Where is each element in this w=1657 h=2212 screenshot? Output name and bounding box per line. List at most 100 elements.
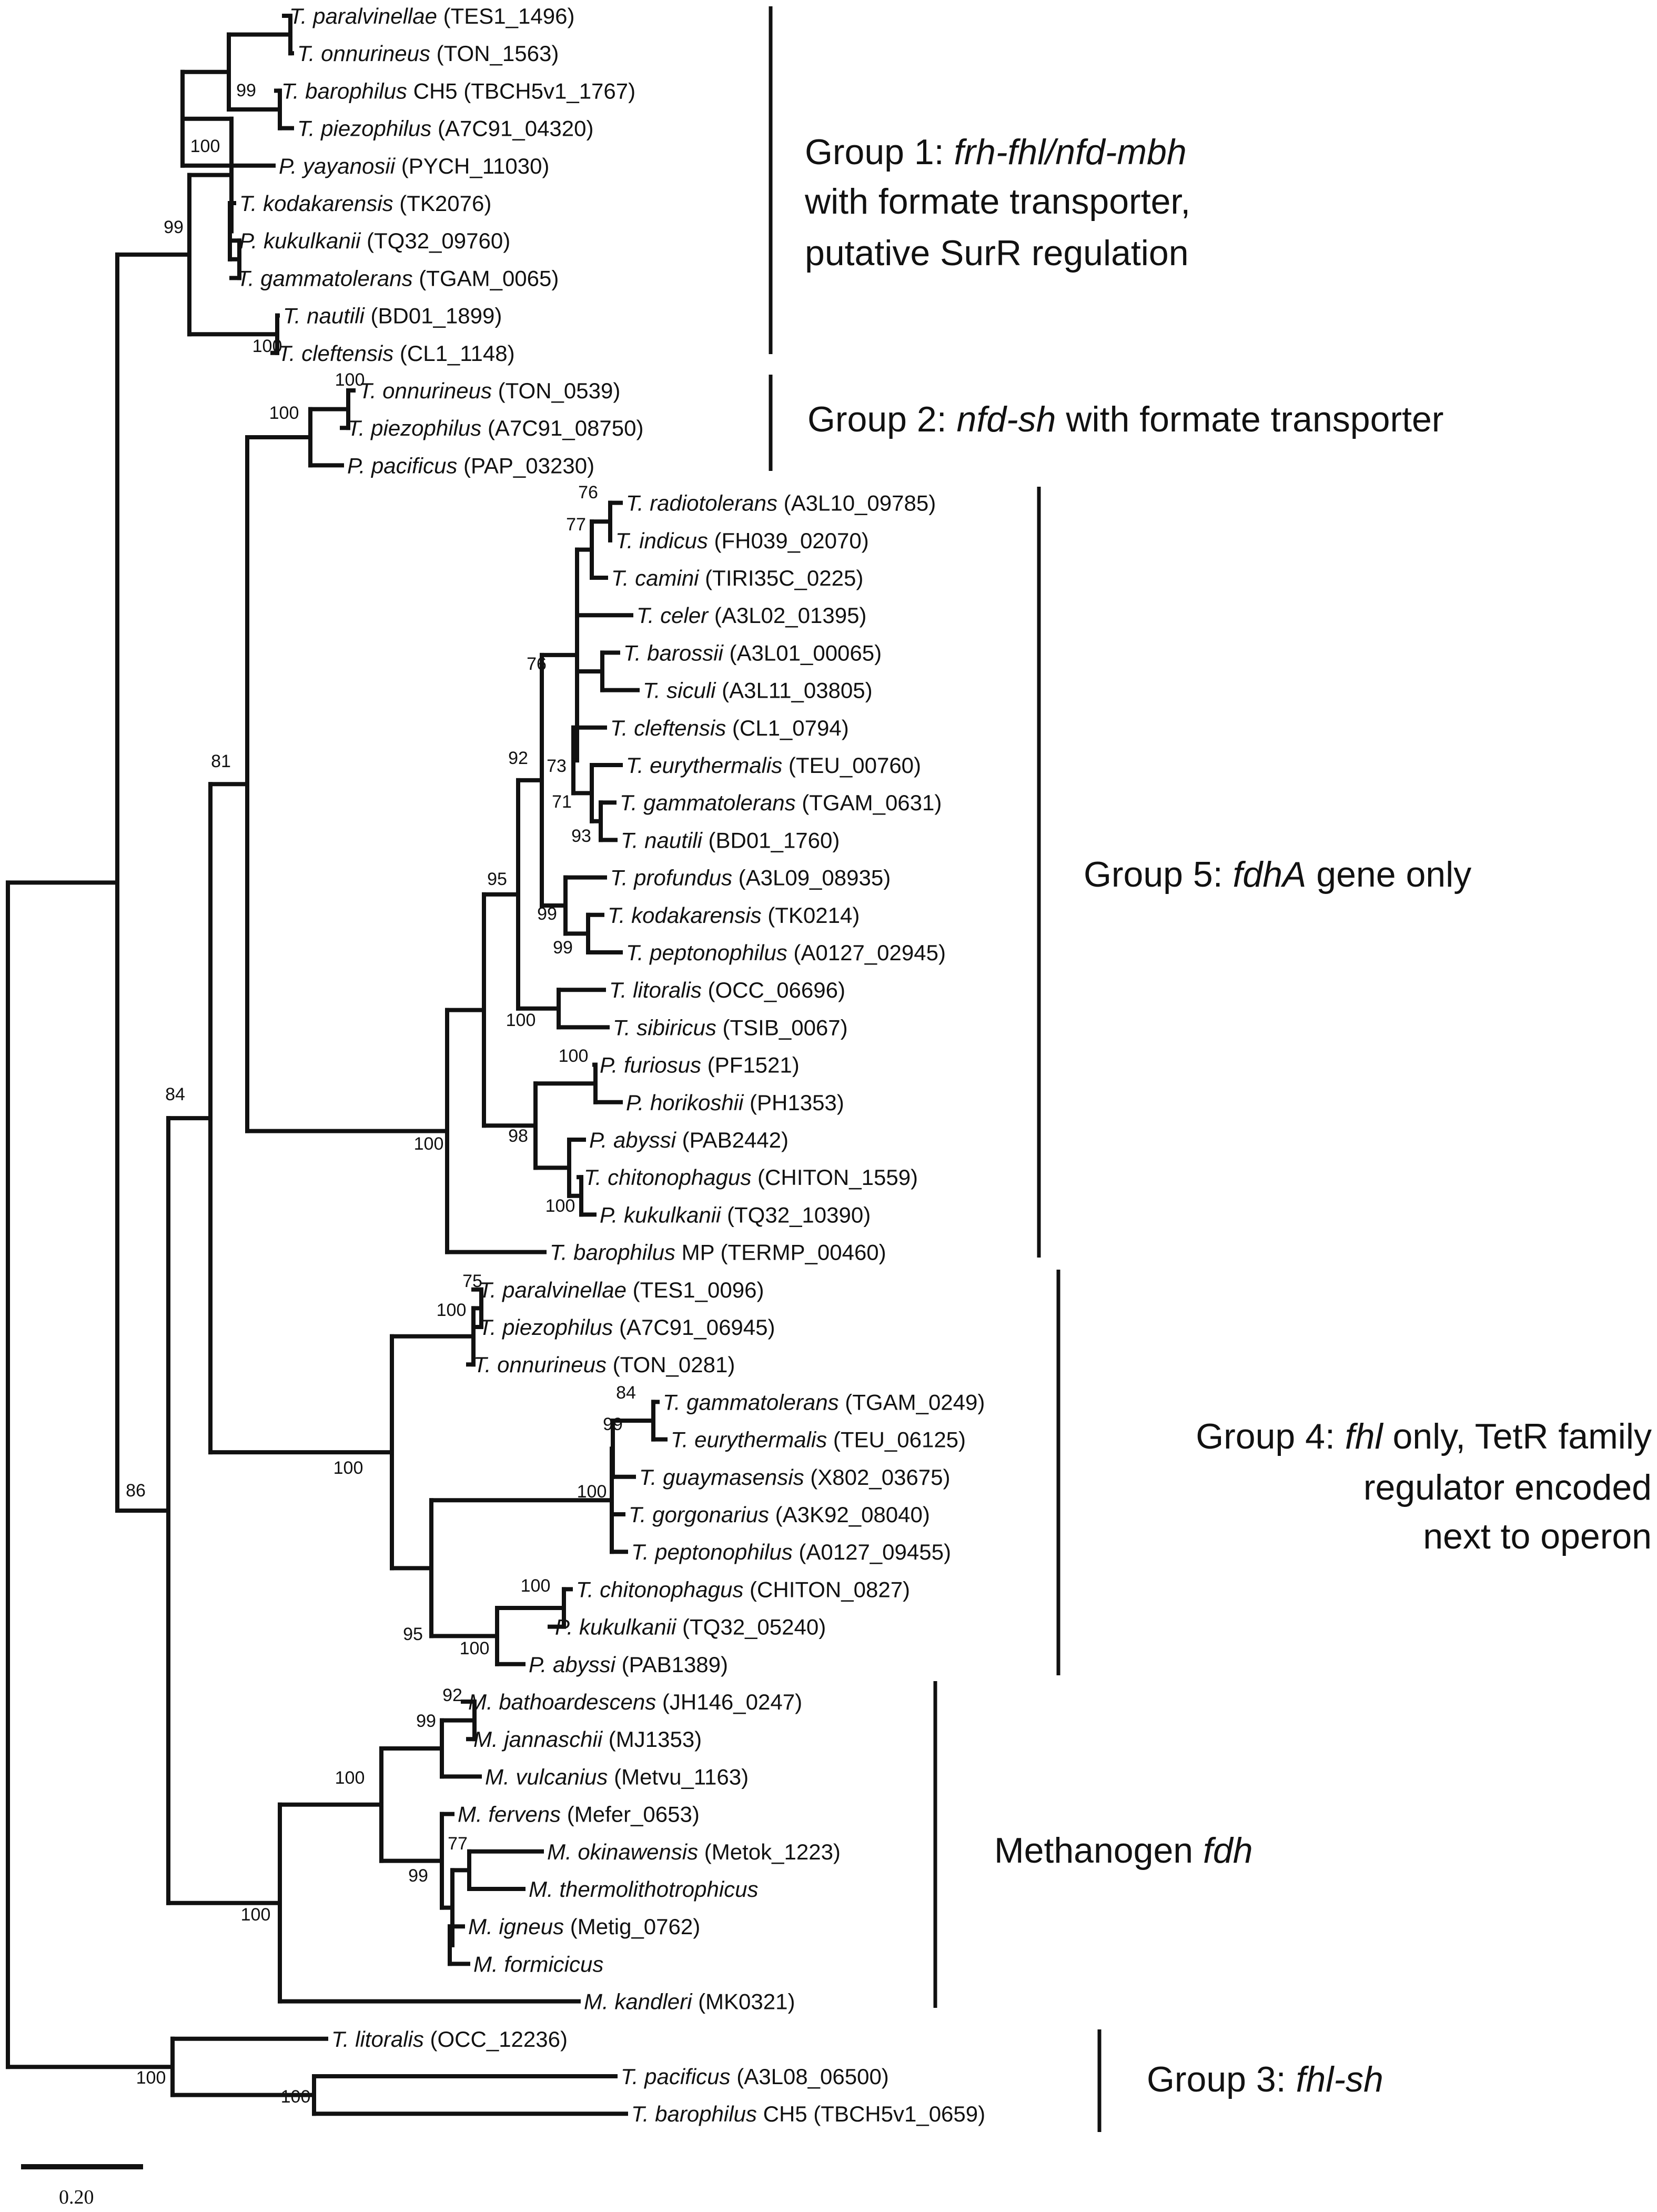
leaf-species: M. okinawensis: [547, 1839, 698, 1864]
bootstrap-n10: 100: [269, 403, 299, 423]
leaf-species: T. gammatolerans: [237, 266, 413, 290]
leaf-label: T. litoralis (OCC_12236): [331, 2027, 568, 2052]
group-label-line: Group 4: fhl only, TetR family: [1196, 1416, 1652, 1456]
leaf-label: M. jannaschii (MJ1353): [473, 1727, 702, 1752]
leaf-species: P. abyssi: [529, 1652, 617, 1677]
bootstrap-n37: 95: [403, 1624, 423, 1644]
leaf-label: T. barophilus CH5 (TBCH5v1_1767): [281, 78, 635, 103]
leaf-locus-id: (PH1353): [743, 1090, 844, 1115]
leaf-label: T. onnurineus (TON_0281): [473, 1352, 735, 1377]
leaf-label: T. sibiricus (TSIB_0067): [613, 1015, 848, 1040]
leaf-species: T. piezophilus: [347, 416, 481, 440]
leaf-locus-id: (TK2076): [393, 191, 492, 216]
leaf-locus-id: (TON_0281): [607, 1352, 735, 1377]
group-label-segment: next to operon: [1423, 1516, 1652, 1556]
leaf-locus-id: (CHITON_0827): [743, 1577, 910, 1602]
bootstrap-n50: 100: [136, 2068, 166, 2088]
leaf-species: P. abyssi: [589, 1128, 677, 1152]
leaf-species: M. fervens: [458, 1802, 561, 1827]
leaf-label: T. barophilus MP (TERMP_00460): [550, 1240, 886, 1265]
leaf-label: T. pacificus (A3L08_06500): [621, 2064, 889, 2089]
group-label-4: Methanogen fdh: [994, 1831, 1253, 1871]
bootstrap-n26: 98: [508, 1126, 528, 1146]
leaf-species: M. formicicus: [473, 1952, 603, 1976]
leaf-label: T. camini (TIRI35C_0225): [611, 566, 863, 590]
leaf-label: T. siculi (A3L11_03805): [643, 678, 873, 703]
leaf-locus-id: (A3L09_08935): [732, 866, 891, 890]
leaf-label: M. fervens (Mefer_0653): [458, 1802, 700, 1827]
leaf-label: P. pacificus (PAP_03230): [347, 453, 594, 478]
leaf-locus-id: (TON_1563): [430, 41, 559, 66]
leaf-locus-id: (PAP_03230): [457, 453, 594, 478]
leaf-species: T. profundus: [610, 866, 732, 890]
leaf-species: M. thermolithotrophicus: [529, 1877, 759, 1902]
group-label-segment: fhl-sh: [1296, 2059, 1383, 2099]
leaf-species: T. litoralis: [609, 978, 702, 1002]
leaf-locus-id: (TQ32_09760): [360, 228, 510, 253]
leaf-locus-id: (TQ32_10390): [721, 1202, 871, 1227]
leaf-species: T. siculi: [643, 678, 716, 703]
leaf-locus-id: (BD01_1899): [365, 304, 502, 328]
leaf-label: T. gammatolerans (TGAM_0249): [663, 1390, 985, 1414]
bootstrap-n45: 100: [335, 1768, 365, 1788]
leaf-species: T. kodakarensis: [608, 903, 762, 928]
leaf-species: M. igneus: [468, 1914, 564, 1939]
leaf-locus-id: (A7C91_08750): [481, 416, 643, 440]
leaf-label: M. formicicus: [473, 1952, 603, 1976]
leaf-locus-id: (A3L10_09785): [777, 491, 936, 516]
group-label-segment: fhl: [1345, 1416, 1384, 1456]
leaf-locus-id: (TBCH5v1_1767): [458, 78, 635, 103]
leaf-locus-id: (X802_03675): [804, 1465, 951, 1490]
leaf-species: T. celer: [636, 603, 709, 628]
leaf-locus-id: (TIRI35C_0225): [699, 566, 864, 590]
leaf-species: T. sibiricus: [613, 1015, 716, 1040]
leaf-label: T. radiotolerans (A3L10_09785): [626, 491, 936, 516]
leaf-locus-id: (Metvu_1163): [608, 1764, 749, 1789]
leaf-label: M. igneus (Metig_0762): [468, 1914, 700, 1939]
leaf-label: T. litoralis (OCC_06696): [609, 978, 845, 1002]
leaf-species: T. peptonophilus: [631, 1540, 793, 1564]
leaf-species: T. piezophilus: [297, 116, 431, 141]
leaf-species: T. pacificus: [621, 2064, 731, 2089]
leaf-label: T. eurythermalis (TEU_00760): [626, 753, 921, 778]
leaf-species: T. indicus: [615, 528, 708, 553]
leaf-label: T. kodakarensis (TK2076): [239, 191, 491, 216]
leaf-locus-id: (TSIB_0067): [716, 1015, 848, 1040]
leaf-locus-id: (TERMP_00460): [714, 1240, 886, 1265]
bootstrap-n42: 99: [408, 1866, 428, 1886]
leaf-species: T. cleftensis: [278, 341, 393, 366]
leaf-locus-id: (TEU_06125): [827, 1427, 966, 1452]
leaf-species: P. kukulkanii: [600, 1202, 722, 1227]
leaf-label: T. paralvinellae (TES1_0096): [479, 1278, 764, 1302]
leaf-locus-id: (A3L02_01395): [708, 603, 866, 628]
leaf-species: M. kandleri: [584, 1989, 693, 2014]
group-label-segment: with formate transporter: [1056, 399, 1444, 439]
leaf-label: T. gorgonarius (A3K92_08040): [629, 1502, 930, 1527]
leaf-species: T. gammatolerans: [663, 1390, 839, 1414]
group-label-segment: only, TetR family: [1383, 1416, 1652, 1456]
leaf-locus-id: (A3L08_06500): [731, 2064, 889, 2089]
group-label-segment: fdhA: [1233, 854, 1307, 894]
leaf-species: T. radiotolerans: [626, 491, 777, 516]
bootstrap-n8: 99: [164, 217, 184, 237]
leaf-species: T. gammatolerans: [620, 790, 796, 815]
group-label-line: Group 1: frh-fhl/nfd-mbh: [805, 132, 1187, 172]
group-label-segment: fdh: [1203, 1831, 1253, 1871]
bootstrap-n40: 99: [416, 1711, 436, 1731]
leaf-label: M. kandleri (MK0321): [584, 1989, 795, 2014]
leaf-species: T. nautili: [621, 828, 703, 852]
group-label-segment: Group 3:: [1147, 2059, 1296, 2099]
leaf-strain: MP: [675, 1240, 714, 1265]
leaf-locus-id: (A3L11_03805): [716, 678, 873, 703]
leaf-label: P. kukulkanii (TQ32_05240): [555, 1615, 826, 1640]
scale-bar-label: 0.20: [59, 2186, 94, 2208]
leaf-locus-id: (MK0321): [692, 1989, 795, 2014]
group-label-line: Methanogen fdh: [994, 1831, 1253, 1871]
leaf-locus-id: (BD01_1760): [702, 828, 840, 852]
leaf-species: T. paralvinellae: [289, 4, 437, 28]
leaf-labels: T. paralvinellae (TES1_1496)T. onnurineu…: [237, 4, 985, 2126]
bootstrap-n48: 86: [126, 1481, 146, 1501]
leaf-species: T. chitonophagus: [576, 1577, 743, 1602]
tree-branches: [6, 14, 668, 2116]
